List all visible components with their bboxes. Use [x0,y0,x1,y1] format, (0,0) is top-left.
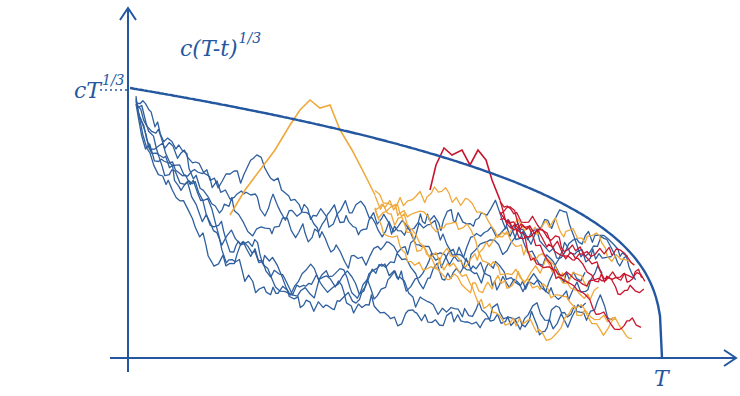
sample-path [375,205,616,341]
formula-label: 1/3 [239,31,262,45]
sample-path [500,200,645,281]
formula-label: c(T-t) [180,38,238,60]
x-axis [110,357,736,359]
sample-path [136,102,585,283]
formula-label: cT [74,80,101,102]
axis-label: T [654,368,669,390]
peak-path [230,100,375,215]
y-axis [127,8,129,372]
random-paths [136,96,645,340]
sample-path [500,212,641,329]
x-axis-arrow [724,350,736,366]
sample-path [375,187,634,265]
boundary-curve [130,88,662,358]
sample-path [136,101,628,268]
sample-path [375,196,598,300]
dotted-guide [100,89,130,91]
sample-path [136,96,613,329]
formula-label: 1/3 [102,73,125,87]
y-axis-arrow [120,8,136,20]
sample-path [136,105,636,280]
sample-path [500,219,642,286]
sample-path [500,207,644,295]
sample-path [375,208,590,287]
